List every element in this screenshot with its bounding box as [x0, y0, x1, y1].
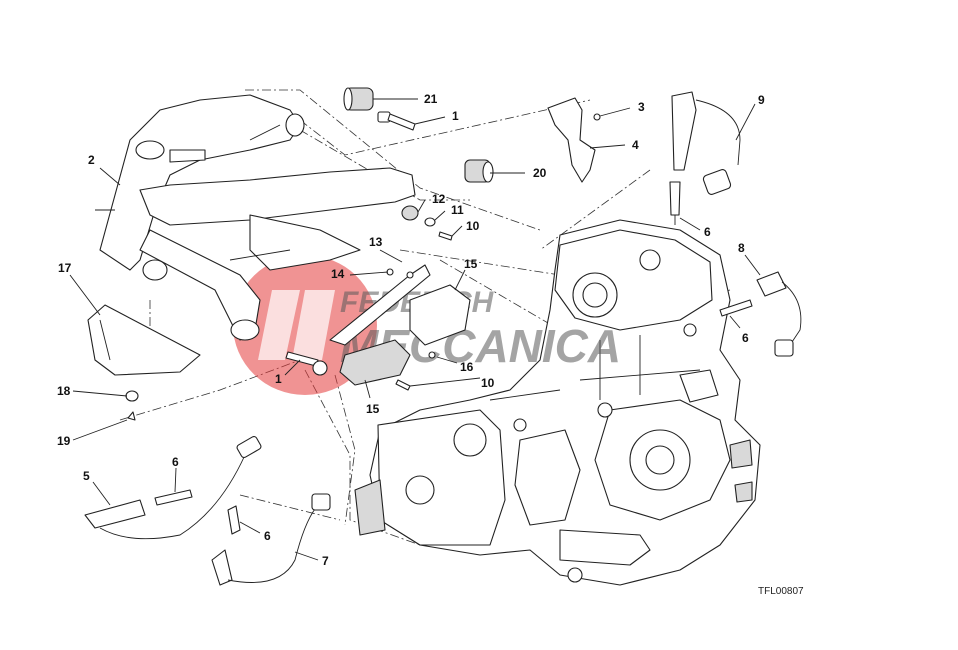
callout-4: 4 — [632, 138, 639, 152]
frame-part — [95, 94, 416, 341]
cover-part — [87, 304, 201, 376]
ecu-part — [409, 284, 471, 346]
callout-7: 7 — [322, 554, 329, 568]
callout-9: 9 — [758, 93, 765, 107]
callout-21: 21 — [424, 92, 438, 106]
rubber-bush-part — [343, 87, 374, 111]
callout-17: 17 — [58, 261, 72, 275]
callouts: 21 1 3 4 9 2 20 12 11 10 6 8 13 14 15 17… — [57, 92, 765, 568]
screw-part — [593, 113, 601, 121]
callout-16: 16 — [460, 360, 474, 374]
callout-10-bottom: 10 — [481, 376, 495, 390]
callout-8: 8 — [738, 241, 745, 255]
leader-lines — [69, 98, 761, 561]
nut-part — [401, 205, 419, 221]
callout-15: 15 — [464, 257, 478, 271]
callout-6: 6 — [704, 225, 711, 239]
callout-6-left: 6 — [172, 455, 179, 469]
bracket-plate-part — [329, 264, 431, 346]
spark-plug-part-3 — [154, 489, 193, 506]
bolt-part-2 — [285, 351, 328, 376]
spark-plug-part-2 — [719, 299, 753, 317]
bracket-part — [547, 97, 596, 183]
pin-part — [127, 411, 136, 421]
callout-20: 20 — [533, 166, 547, 180]
callout-11: 11 — [451, 203, 464, 217]
callout-6-lower: 6 — [264, 529, 271, 543]
ignition-coil-part — [671, 91, 741, 195]
ignition-cable-part-2 — [84, 435, 262, 540]
callout-12: 12 — [432, 192, 446, 206]
engine-block-part — [354, 219, 761, 586]
screw-part-5 — [395, 379, 411, 391]
callout-10: 10 — [466, 219, 480, 233]
ignition-cable-part-3 — [211, 493, 331, 586]
callout-1: 1 — [452, 109, 459, 123]
callout-6-right: 6 — [742, 331, 749, 345]
grommet-part — [125, 390, 139, 402]
callout-14: 14 — [331, 267, 345, 281]
spark-plug-part — [669, 181, 681, 225]
ecu-part-2 — [339, 339, 411, 386]
spark-plug-part-4 — [227, 505, 241, 535]
bolt-part — [377, 111, 416, 131]
screw-part-2 — [438, 231, 453, 241]
callout-15-bottom: 15 — [366, 402, 380, 416]
callout-19: 19 — [57, 434, 71, 448]
bushing-part — [464, 159, 494, 183]
callout-5: 5 — [83, 469, 90, 483]
callout-3: 3 — [638, 100, 645, 114]
callout-1-bottom: 1 — [275, 372, 282, 386]
screw-part-4 — [428, 351, 436, 359]
callout-2: 2 — [88, 153, 95, 167]
reference-code: TFL00807 — [758, 586, 804, 597]
callout-18: 18 — [57, 384, 71, 398]
ignition-cable-part — [756, 271, 802, 357]
callout-13: 13 — [369, 235, 383, 249]
watermark-logo — [233, 255, 377, 395]
washer-part — [424, 217, 436, 227]
